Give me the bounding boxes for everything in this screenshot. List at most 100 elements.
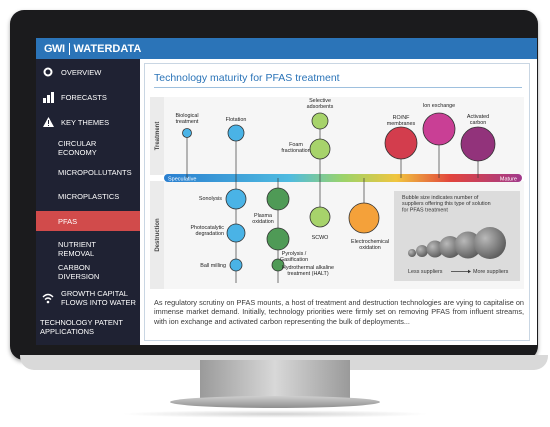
label-text: membranes <box>387 121 416 127</box>
label-text: Electrochemical <box>351 239 389 245</box>
label-text: Hydrothermal alkaline <box>282 265 334 271</box>
sidebar-item-forecasts[interactable]: FORECASTS <box>36 89 140 105</box>
bubble-halt <box>271 258 285 272</box>
label-text: Selective <box>309 98 331 104</box>
bubble-sonolysis <box>225 188 247 210</box>
bubble-pyrolysis-gasification <box>266 227 290 251</box>
label-text: Photocatalytic <box>190 225 224 231</box>
sidebar-item-label: OVERVIEW <box>61 67 102 77</box>
screen: GWI WATERDATA OVERVIEW FORECASTS <box>36 38 537 345</box>
treatment-band-label-bg <box>150 97 164 175</box>
monitor-frame: GWI WATERDATA OVERVIEW FORECASTS <box>10 10 548 370</box>
label-text: fractionation <box>281 148 310 154</box>
legend-title-line: suppliers offering this type of solution <box>402 201 491 207</box>
axis-label-speculative: Speculative <box>168 176 196 182</box>
label-sonolysis: Sonolysis <box>199 196 222 202</box>
bubble-ball-milling <box>229 258 243 272</box>
label-text: Gasification <box>280 257 308 263</box>
sidebar-item-label: KEY THEMES <box>61 117 110 127</box>
treatment-band <box>150 97 524 175</box>
sidebar-item-label: NUTRIENT REMOVAL <box>58 240 96 258</box>
bubble-photocatalytic-degradation <box>226 223 246 243</box>
legend-bubble <box>474 227 506 259</box>
label-text: RO/NF <box>393 115 410 121</box>
circle-icon <box>41 67 55 77</box>
sidebar-item-label: MICROPLASTICS <box>58 191 120 201</box>
legend-bubbles <box>408 227 506 259</box>
sidebar-item-technology-patents[interactable]: TECHNOLOGY PATENT APPLICATIONS <box>36 317 140 337</box>
brand-prefix: GWI <box>44 42 65 55</box>
label-text: oxidation <box>359 245 381 251</box>
bubble-flotation <box>227 124 245 142</box>
bubble-ro-nf-membranes <box>384 126 418 160</box>
bubble-foam-fractionation <box>309 138 331 160</box>
label-text: treatment <box>176 119 199 125</box>
bubble-activated-carbon <box>460 126 496 162</box>
legend-bubble <box>416 245 428 257</box>
sidebar-item-label: FORECASTS <box>61 92 107 102</box>
label-text: carbon <box>470 120 486 126</box>
label-text: Foam <box>289 142 303 148</box>
title-divider <box>154 87 522 88</box>
sidebar-item-pfas[interactable]: PFAS <box>36 211 140 231</box>
brand-divider <box>68 42 70 55</box>
sidebar-item-microplastics[interactable]: MICROPLASTICS <box>36 189 140 203</box>
label-text: Activated <box>467 114 489 120</box>
bubble-ion-exchange <box>422 112 456 146</box>
page-title: Technology maturity for PFAS treatment <box>154 72 340 84</box>
label-ion-exchange: Ion exchange <box>423 103 455 109</box>
label-text: adsorbents <box>307 104 334 110</box>
technology-maturity-diagram: Treatment Destruction Speculative Mature <box>150 97 524 289</box>
sidebar-item-growth-capital[interactable]: GROWTH CAPITAL FLOWS INTO WATER <box>36 287 140 309</box>
main-content: Technology maturity for PFAS treatment <box>140 59 537 345</box>
sidebar-item-label: GROWTH CAPITAL FLOWS INTO WATER <box>61 289 136 307</box>
legend-arrow-head <box>468 269 471 274</box>
label-text: Plasma <box>254 213 272 219</box>
sidebar-item-label: TECHNOLOGY PATENT APPLICATIONS <box>40 318 123 336</box>
sidebar-item-circular-economy[interactable]: CIRCULAR ECONOMY <box>36 138 140 158</box>
sidebar-item-micropollutants[interactable]: MICROPOLLUTANTS <box>36 165 140 179</box>
article-body: As regulatory scrutiny on PFAS mounts, a… <box>154 298 524 326</box>
sidebar: OVERVIEW FORECASTS KEY THEMES CIRCULAR E… <box>36 59 140 345</box>
legend-title-line: for PFAS treatment <box>402 207 448 213</box>
legend-title: Bubble size indicates number of supplier… <box>402 195 492 213</box>
legend-title-line: Bubble size indicates number of <box>402 195 479 201</box>
label-flotation: Flotation <box>226 117 247 123</box>
label-text: Biological <box>175 113 198 119</box>
bubble-electrochemical-oxidation <box>348 202 380 234</box>
legend-bubble <box>408 249 416 257</box>
sidebar-item-carbon-diversion[interactable]: CARBON DIVERSION <box>36 262 140 282</box>
wifi-icon <box>41 293 55 304</box>
bubble-plasma-oxidation <box>266 187 290 211</box>
app-header: GWI WATERDATA <box>36 38 537 59</box>
bubble-scwo <box>309 206 331 228</box>
bubble-biological-treatment <box>182 128 192 138</box>
brand-product: WATERDATA <box>73 42 142 55</box>
sidebar-item-overview[interactable]: OVERVIEW <box>36 65 140 79</box>
sidebar-item-label: CIRCULAR ECONOMY <box>58 139 97 157</box>
label-text: oxidation <box>252 219 274 225</box>
bar-chart-icon <box>41 91 55 103</box>
sidebar-item-key-themes[interactable]: KEY THEMES <box>36 115 140 129</box>
destruction-band-label-bg <box>150 181 164 289</box>
monitor-base <box>170 396 380 408</box>
label-pyrolysis-gasification: Pyrolysis /Gasification <box>280 251 308 263</box>
band-label-treatment: Treatment <box>155 122 161 151</box>
label-text: treatment (HALT) <box>287 271 328 277</box>
label-text: degradation <box>196 231 224 237</box>
band-label-destruction: Destruction <box>155 218 161 252</box>
label-scwo: SCWO <box>312 235 329 241</box>
sidebar-item-nutrient-removal[interactable]: NUTRIENT REMOVAL <box>36 239 140 259</box>
legend-less-label: Less suppliers <box>408 269 443 275</box>
